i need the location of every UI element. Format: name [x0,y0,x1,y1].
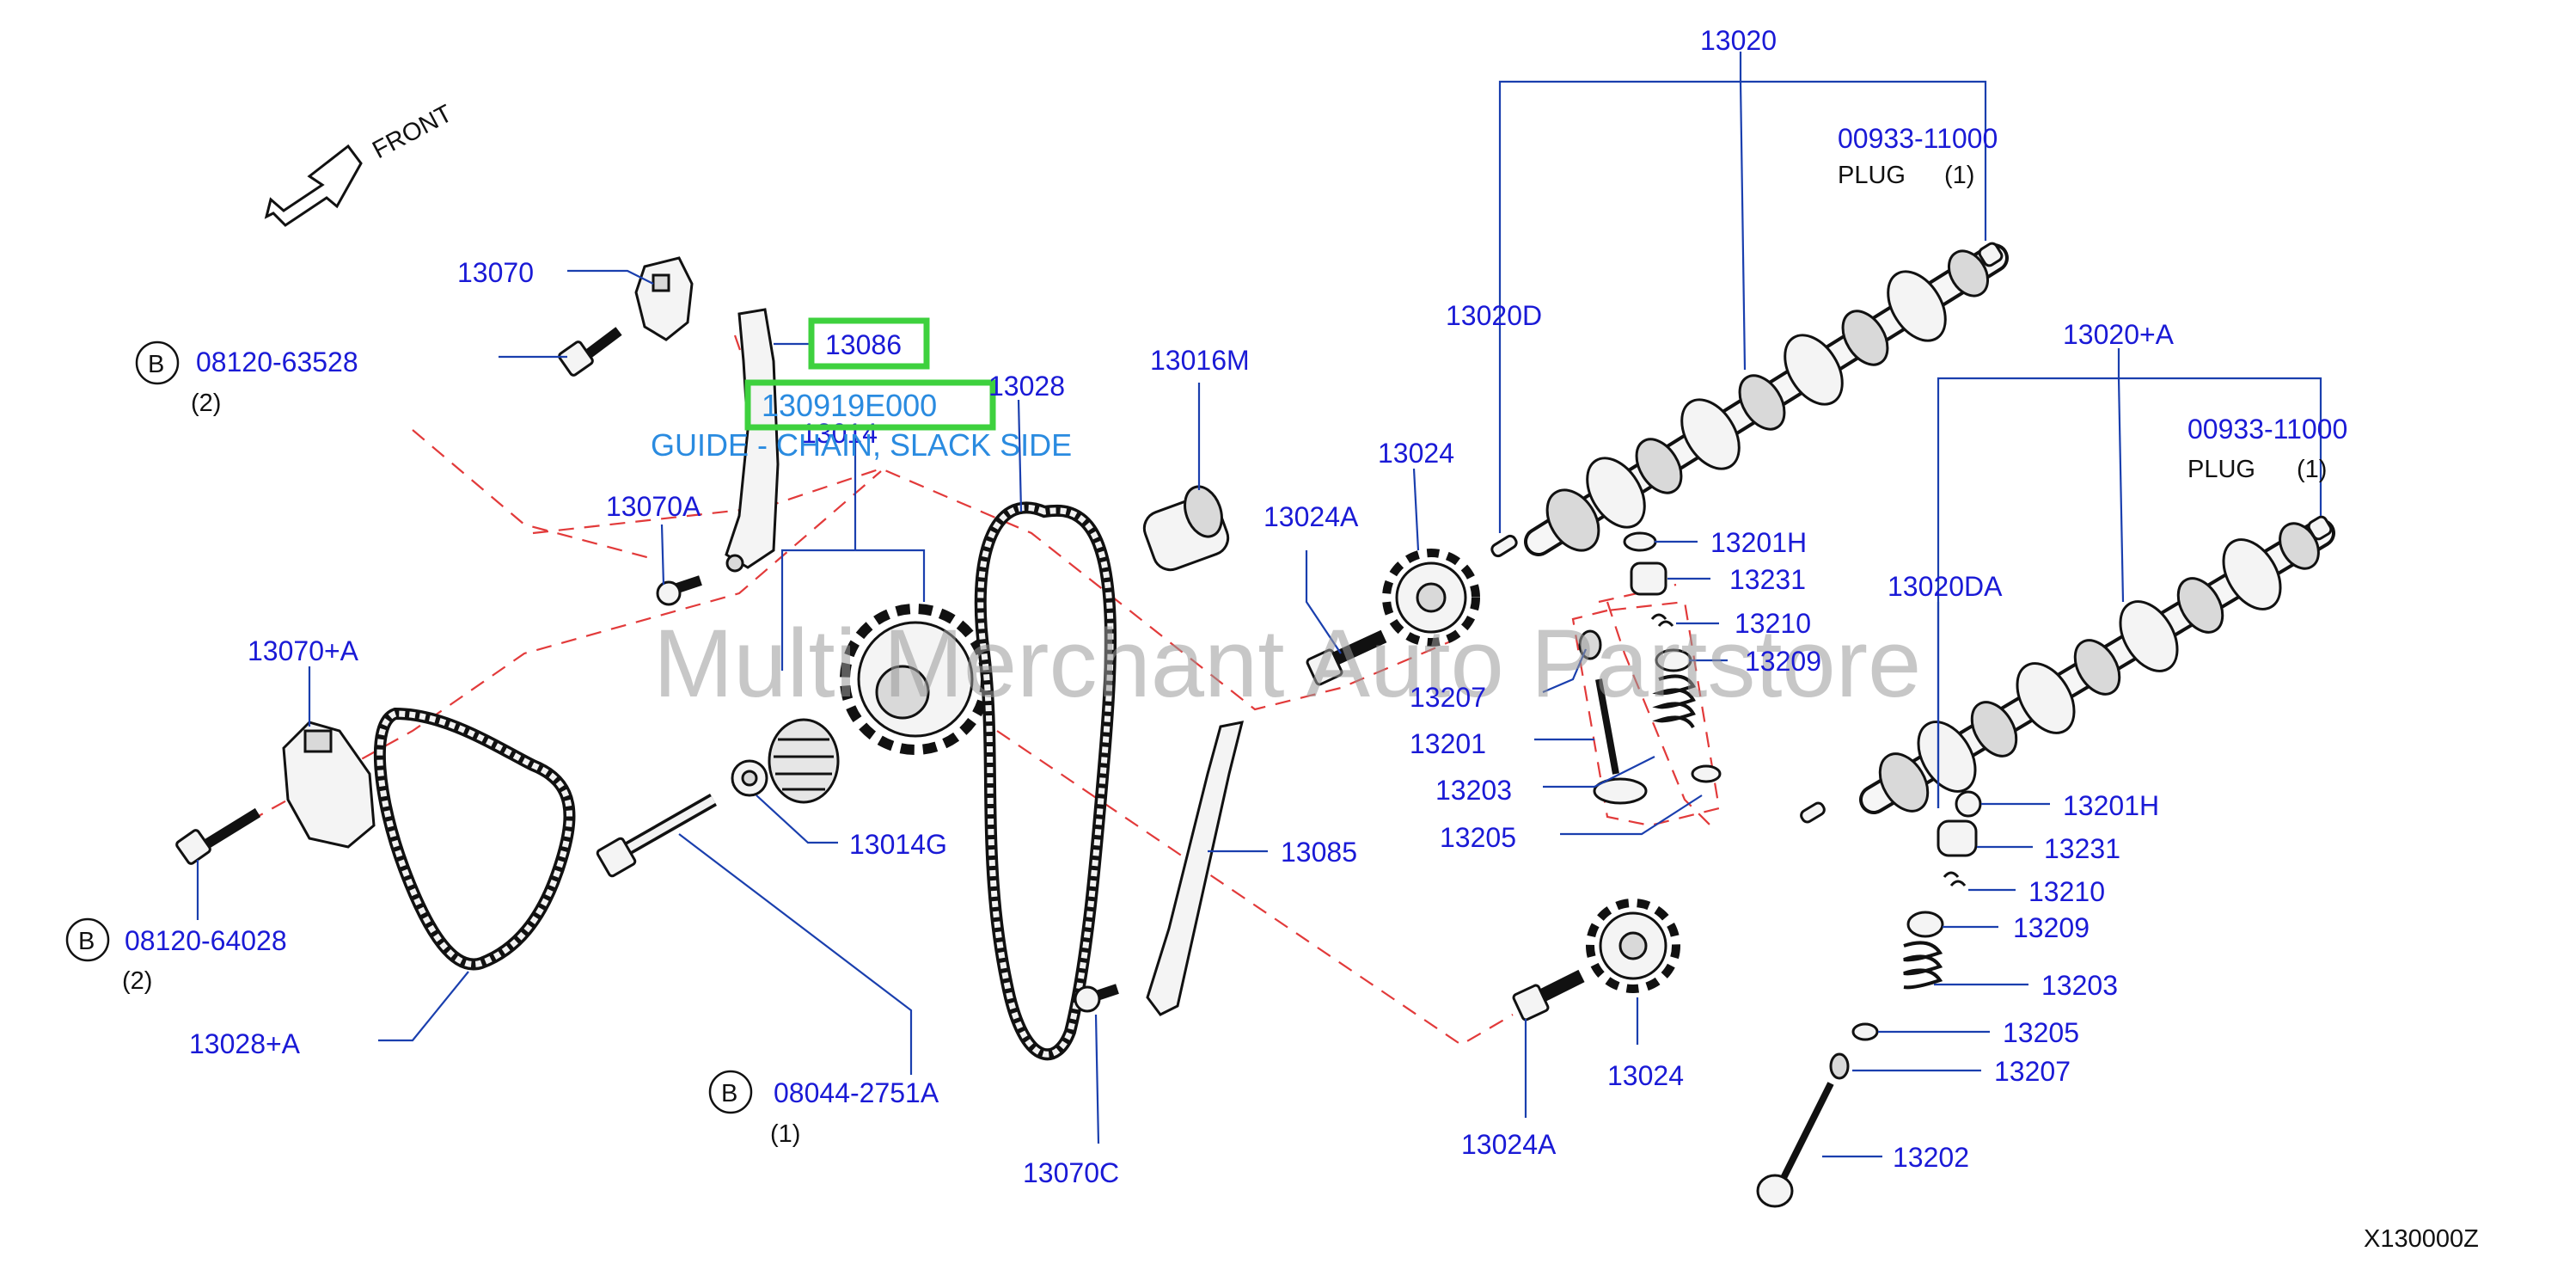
callout-13020da[interactable]: 13020DA [1888,571,2003,602]
highlight-box-part-number [744,379,996,431]
bolt-13024a-top [1306,629,1387,686]
timing-chain-13028 [974,501,1117,1061]
callout-13070-plus-a[interactable]: 13070+A [248,635,359,666]
callout-13024a-top[interactable]: 13024A [1264,501,1359,532]
callout-08120-64028[interactable]: 08120-64028 [125,925,287,956]
callout-13207-lower[interactable]: 13207 [1994,1056,2071,1087]
callout-13205-upper[interactable]: 13205 [1440,822,1516,853]
callout-13201h-lower[interactable]: 13201H [2063,790,2159,821]
callout-08120-63528[interactable]: 08120-63528 [196,347,358,377]
callout-13085[interactable]: 13085 [1281,837,1357,868]
highlighted-part-number[interactable]: 130919E000 [762,388,937,423]
callout-13014[interactable]: 13014 [801,418,878,449]
qty-08120-64028: (2) [122,967,152,995]
bolt-08120-63528 [558,327,622,377]
callout-13202-lower[interactable]: 13202 [1893,1142,1969,1173]
callout-13209-lower[interactable]: 13209 [2013,912,2090,943]
svg-text:B: B [78,928,95,955]
callout-13070c[interactable]: 13070C [1023,1157,1119,1188]
badge-b-3: B [708,1070,753,1114]
callout-13020-plus-a[interactable]: 13020+A [2063,319,2175,350]
callout-13205-lower[interactable]: 13205 [2003,1017,2079,1048]
callout-00933-11000-a[interactable]: 00933-11000 [1838,123,1998,154]
callout-13014g[interactable]: 13014G [849,829,947,860]
callout-13016m[interactable]: 13016M [1150,345,1250,376]
label-plug-b: PLUG [2187,456,2255,483]
callout-13231-lower[interactable]: 13231 [2044,833,2120,864]
callout-13231-upper[interactable]: 13231 [1729,564,1806,595]
highlighted-part-description: GUIDE - CHAIN, SLACK SIDE [651,427,1072,463]
tensioner-13070 [634,256,694,341]
bolt-08120-64028 [175,807,261,865]
badge-b-1: B [135,340,180,385]
callout-13203-upper[interactable]: 13203 [1435,775,1512,806]
callout-13207-upper[interactable]: 13207 [1410,682,1486,713]
plug-a [1978,242,2004,267]
gear-13014g [731,718,840,804]
qty-08044-2751a: (1) [770,1120,800,1148]
dowel-13020d [1490,534,1518,558]
qty-plug-a: (1) [1944,162,1974,189]
chain-guide-13085 [1146,721,1245,1016]
bushing-13016m [1142,485,1230,572]
dowel-13020da [1800,801,1826,824]
badge-b-2: B [65,917,110,962]
bolt-13024a-bottom [1512,969,1585,1021]
sprocket-13024-top [1382,549,1480,647]
callout-13028-plus-a[interactable]: 13028+A [189,1028,301,1059]
front-arrow-icon [264,144,363,227]
valve-train-lower [1756,790,1982,1208]
timing-chain-13028-plus-a [373,707,576,971]
callout-13024-bottom[interactable]: 13024 [1607,1060,1684,1091]
callout-08044-2751a[interactable]: 08044-2751A [774,1077,939,1108]
sprocket-13024-bottom [1586,899,1680,993]
label-plug-a: PLUG [1838,162,1906,189]
callout-13086[interactable]: 13086 [825,329,902,360]
callout-00933-11000-b[interactable]: 00933-11000 [2187,414,2347,445]
callout-13070[interactable]: 13070 [457,257,534,288]
qty-plug-b: (1) [2297,456,2327,483]
bolt-08044-2751a [596,794,717,878]
svg-text:B: B [721,1080,737,1107]
diagram-code: X130000Z [2364,1225,2479,1253]
callout-13210-upper[interactable]: 13210 [1735,608,1811,639]
leader-lines [196,52,2322,1158]
valve-train-upper [1571,531,1722,827]
bolt-13070a [656,575,702,606]
camshaft-13020-plus-a [1859,518,2335,814]
plug-b [2307,515,2333,541]
callout-13028[interactable]: 13028 [988,371,1065,402]
callout-13070a[interactable]: 13070A [606,491,701,522]
callout-13203-lower[interactable]: 13203 [2041,970,2118,1001]
camshaft-13020 [1524,243,2009,556]
callout-13020d[interactable]: 13020D [1446,300,1542,331]
sprocket-13014 [840,604,991,755]
qty-08120-63528: (2) [191,390,221,417]
svg-text:B: B [148,351,164,378]
callout-13020[interactable]: 13020 [1700,25,1777,56]
callout-13201-upper[interactable]: 13201 [1410,728,1486,759]
highlight-box-13086 [808,317,930,370]
callout-13201h-upper[interactable]: 13201H [1710,527,1807,558]
tensioner-13070-plus-a [282,721,376,849]
callout-13024a-bottom[interactable]: 13024A [1461,1129,1557,1160]
watermark: Multi Merchant Auto Partstore [653,610,1921,717]
callout-13024-top[interactable]: 13024 [1378,438,1454,469]
front-label: FRONT [368,100,456,164]
bolt-13070c [1074,984,1119,1013]
callout-13210-lower[interactable]: 13210 [2028,876,2105,907]
callout-13209-upper[interactable]: 13209 [1745,646,1821,677]
